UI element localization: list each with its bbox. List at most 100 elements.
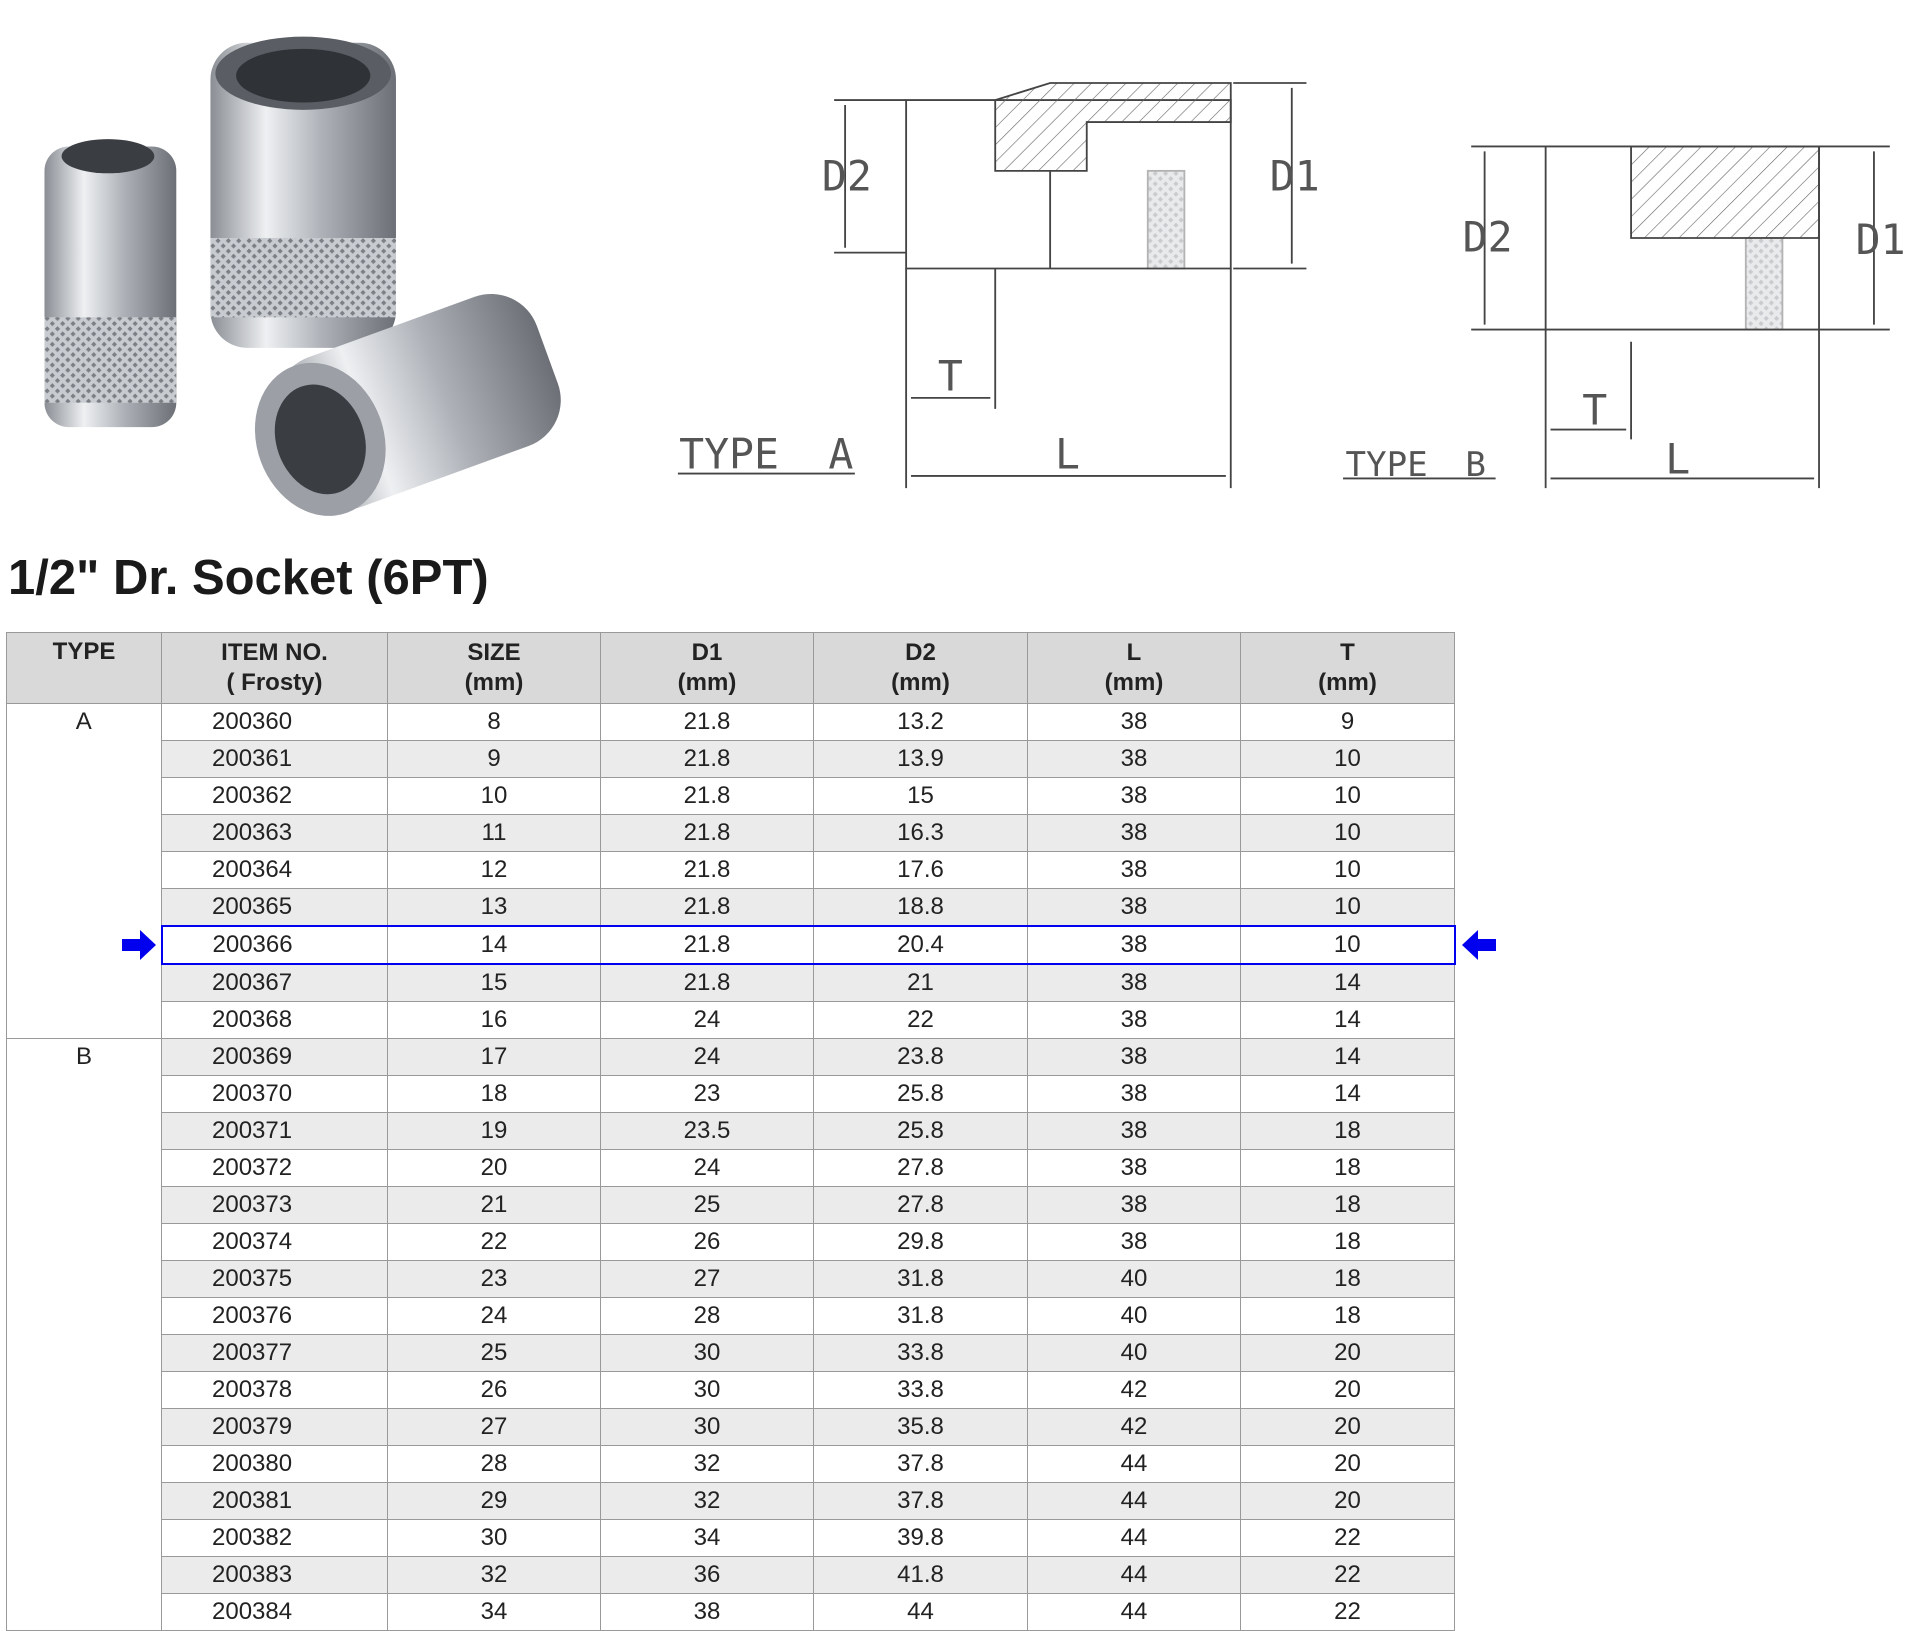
- l-cell: 40: [1027, 1297, 1241, 1335]
- size-cell: 15: [387, 963, 601, 1002]
- size-cell: 24: [387, 1297, 601, 1335]
- item-no-cell: 200374: [161, 1223, 388, 1261]
- type-b-label: TYPE B: [1345, 445, 1485, 485]
- d1-cell: 24: [600, 1149, 814, 1187]
- type-a-diagram: [677, 82, 1307, 489]
- size-cell: 27: [387, 1408, 601, 1446]
- d2-cell: 23.8: [813, 1038, 1028, 1076]
- item-no-cell: 200366: [160, 925, 388, 965]
- item-no-cell: 200368: [161, 1001, 388, 1039]
- size-cell: 16: [387, 1001, 601, 1039]
- type-b-t-label: T: [1582, 386, 1607, 435]
- item-no-cell: 200377: [161, 1334, 388, 1372]
- size-cell: 19: [387, 1112, 601, 1150]
- l-cell: 38: [1027, 777, 1241, 815]
- d1-cell: 32: [600, 1445, 814, 1483]
- d1-cell: 21.8: [600, 814, 814, 852]
- d2-cell: 27.8: [813, 1186, 1028, 1224]
- size-cell: 29: [387, 1482, 601, 1520]
- d1-cell: 24: [600, 1038, 814, 1076]
- size-cell: 14: [387, 925, 601, 965]
- size-cell: 20: [387, 1149, 601, 1187]
- type-a-d1-label: D1: [1270, 151, 1320, 200]
- d2-cell: 25.8: [813, 1112, 1028, 1150]
- t-cell: 20: [1240, 1445, 1455, 1483]
- type-a-l-label: L: [1055, 430, 1080, 479]
- d2-cell: 35.8: [813, 1408, 1028, 1446]
- item-no-cell: 200380: [161, 1445, 388, 1483]
- size-cell: 28: [387, 1445, 601, 1483]
- l-cell: 38: [1027, 740, 1241, 778]
- d1-cell: 30: [600, 1371, 814, 1409]
- column-header-title: T: [1340, 639, 1355, 666]
- l-cell: 42: [1027, 1408, 1241, 1446]
- d1-cell: 21.8: [600, 777, 814, 815]
- t-cell: 22: [1240, 1593, 1455, 1631]
- column-header-title: TYPE: [52, 638, 116, 665]
- type-b-diagram: [1343, 145, 1890, 489]
- t-cell: 9: [1240, 703, 1455, 741]
- l-cell: 40: [1027, 1260, 1241, 1298]
- highlight-arrow-left-icon: [122, 930, 156, 960]
- t-cell: 20: [1240, 1408, 1455, 1446]
- d1-cell: 38: [600, 1593, 814, 1631]
- column-header-unit: ( Frosty): [226, 669, 323, 696]
- column-header-title: D2: [905, 639, 936, 666]
- d1-cell: 30: [600, 1408, 814, 1446]
- t-cell: 18: [1240, 1112, 1455, 1150]
- l-cell: 44: [1027, 1519, 1241, 1557]
- type-a-d2-label: D2: [822, 151, 872, 200]
- l-cell: 38: [1027, 888, 1241, 927]
- item-no-cell: 200376: [161, 1297, 388, 1335]
- t-cell: 10: [1240, 851, 1455, 889]
- size-cell: 22: [387, 1223, 601, 1261]
- item-no-cell: 200367: [161, 963, 388, 1002]
- l-cell: 38: [1027, 1001, 1241, 1039]
- column-header: D2 (mm): [813, 632, 1028, 704]
- column-header-unit: (mm): [891, 669, 950, 696]
- item-no-cell: 200360: [161, 703, 388, 741]
- item-no-cell: 200364: [161, 851, 388, 889]
- l-cell: 44: [1027, 1556, 1241, 1594]
- l-cell: 44: [1027, 1593, 1241, 1631]
- item-no-cell: 200373: [161, 1186, 388, 1224]
- size-cell: 30: [387, 1519, 601, 1557]
- size-cell: 12: [387, 851, 601, 889]
- d1-cell: 23: [600, 1075, 814, 1113]
- t-cell: 20: [1240, 1371, 1455, 1409]
- column-header: SIZE(mm): [387, 632, 601, 704]
- column-header-unit: (mm): [1104, 669, 1164, 696]
- d1-cell: 34: [600, 1519, 814, 1557]
- d1-cell: 23.5: [600, 1112, 814, 1150]
- t-cell: 18: [1240, 1260, 1455, 1298]
- d2-cell: 21: [813, 963, 1028, 1002]
- d2-cell: 20.4: [813, 925, 1028, 965]
- d1-cell: 21.8: [600, 851, 814, 889]
- item-no-cell: 200369: [161, 1038, 388, 1076]
- item-no-cell: 200381: [161, 1482, 388, 1520]
- t-cell: 20: [1240, 1482, 1455, 1520]
- l-cell: 44: [1027, 1445, 1241, 1483]
- t-cell: 14: [1240, 1075, 1455, 1113]
- t-cell: 18: [1240, 1186, 1455, 1224]
- t-cell: 14: [1240, 963, 1455, 1002]
- d2-cell: 33.8: [813, 1334, 1028, 1372]
- type-a-label: TYPE A: [679, 430, 853, 479]
- type-a-t-label: T: [938, 352, 963, 401]
- t-cell: 14: [1240, 1038, 1455, 1076]
- column-header-title: L: [1126, 639, 1142, 666]
- t-cell: 18: [1240, 1149, 1455, 1187]
- d2-cell: 31.8: [813, 1297, 1028, 1335]
